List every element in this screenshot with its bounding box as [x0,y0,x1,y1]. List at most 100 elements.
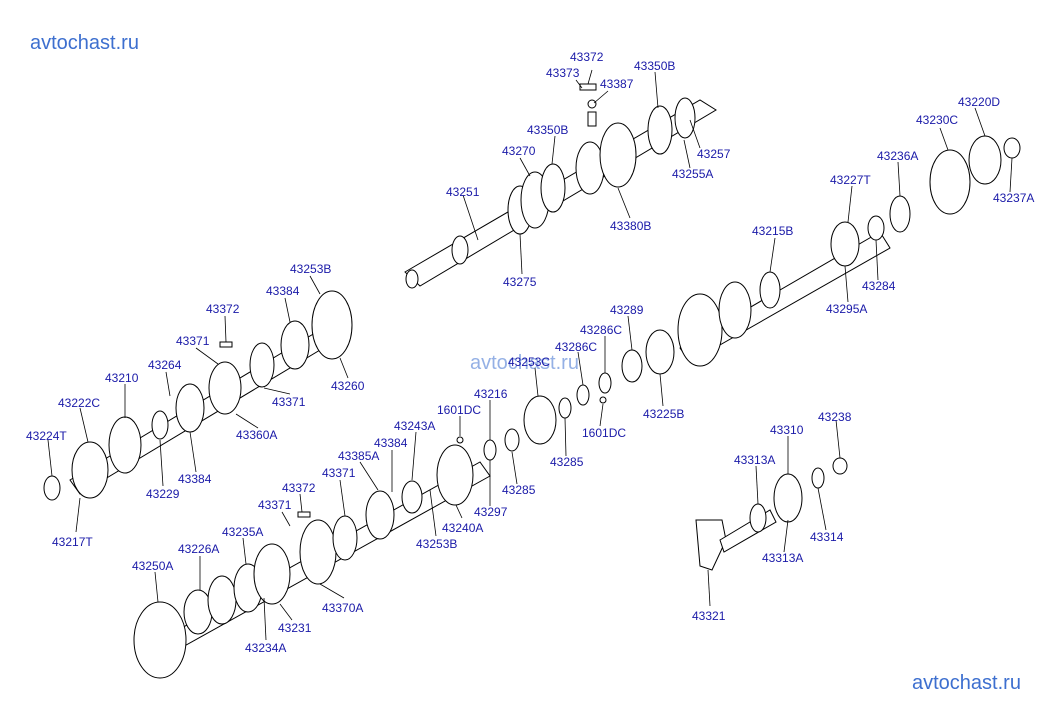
label-43224T: 43224T [26,429,67,443]
label-43295A: 43295A [826,302,867,316]
label-43250A: 43250A [132,559,173,573]
label-43238: 43238 [818,410,852,424]
ball-1601DC-a [456,436,464,444]
label-43235A: 43235A [222,525,263,539]
leader-lines [47,69,1013,641]
snap-ring-43286C-a [598,372,612,394]
key-43372-input [219,341,233,348]
label-43210: 43210 [105,371,139,385]
label-43372: 43372 [570,50,604,64]
countershaft-gear-small [759,271,781,309]
ring-43284 [867,215,885,241]
label-43220D: 43220D [958,95,1000,109]
bearing-43253C [523,395,557,445]
label-43321: 43321 [692,609,726,623]
gear-43250A [133,601,187,679]
upper-shaft-assembly [404,83,717,289]
sleeve-43380B [599,122,637,188]
gear-43255A [674,97,696,139]
ball-43387 [587,99,597,109]
label-43255A: 43255A [672,167,713,181]
part-labels: 43372 43373 43387 43350B 43350B 43270 43… [26,50,1034,655]
watermark-top-left: avtochast.ru [30,32,139,54]
gear-43350B-left [540,163,566,213]
label-43264: 43264 [148,358,182,372]
label-43371-upper: 43371 [272,395,306,409]
watermark-bottom-right: avtochast.ru [912,672,1021,694]
label-43289: 43289 [610,303,644,317]
bearing-43295A [830,221,860,267]
washer-43289 [621,349,643,383]
spring-43387 [587,111,597,127]
label-43350B-left: 43350B [527,123,568,137]
input-shaft-assembly [43,290,353,501]
label-43260: 43260 [331,379,365,393]
label-43371-input: 43371 [176,334,210,348]
bearing-43313A-a [749,503,767,533]
nut-43238 [832,457,848,475]
label-43226A: 43226A [178,542,219,556]
label-43285-b: 43285 [502,483,536,497]
label-43360A: 43360A [236,428,277,442]
label-43371-lower: 43371 [258,498,292,512]
label-43314: 43314 [810,530,844,544]
label-43370A: 43370A [322,601,363,615]
ball-1601DC-b [599,396,607,404]
label-43371-mid: 43371 [322,466,356,480]
label-43253B-top: 43253B [290,262,331,276]
washer-43314 [811,467,825,489]
ring-43371-lower [332,515,358,561]
synchro-43370A [299,519,337,585]
snap-ring-43285-b [504,428,520,452]
bearing-43225B [645,329,675,375]
label-43240A: 43240A [442,521,483,535]
upper-spline [451,235,469,265]
label-43380B: 43380B [610,219,651,233]
key-43372-lower [297,511,311,518]
bracket-43321 [695,519,727,571]
label-43286C-b: 43286C [555,340,597,354]
label-43313A-a: 43313A [734,453,775,467]
countershaft-assembly [677,135,1021,367]
ring-43371-input [249,342,275,388]
label-43384-mid: 43384 [374,436,408,450]
gear-43310 [773,473,803,523]
gear-43236A [889,195,911,233]
snap-ring-43286C-b [576,384,590,406]
label-43372-lower: 43372 [282,481,316,495]
nut-43237A [1003,137,1021,159]
label-43231: 43231 [278,621,312,635]
label-43222C: 43222C [58,396,100,410]
key-43372 [579,83,597,91]
label-43234A: 43234A [245,641,286,655]
label-43253B: 43253B [416,537,457,551]
lower-shaft-assembly [133,444,491,679]
snap-ring-43285-a [558,397,572,419]
label-43253C: 43253C [508,355,550,369]
label-43236A: 43236A [877,149,918,163]
label-43385A: 43385A [338,449,379,463]
watermark-middle: avtochast.ru [470,352,579,374]
label-43230C: 43230C [916,113,958,127]
label-43243A: 43243A [394,419,435,433]
bearing-43222C [71,441,109,499]
ring-43384-lower [401,480,423,514]
label-43217T: 43217T [52,535,93,549]
label-43372-input: 43372 [206,302,240,316]
label-43297: 43297 [474,505,508,519]
ring-43384-upper [280,320,310,370]
gear-43231 [253,543,291,605]
label-43216: 43216 [474,387,508,401]
label-1601DC-a: 1601DC [437,403,481,417]
countershaft-gear-mid [718,281,752,339]
label-43257: 43257 [697,147,731,161]
label-43237A: 43237A [993,191,1034,205]
label-43387: 43387 [600,77,634,91]
label-43285-a: 43285 [550,455,584,469]
label-43313A-b: 43313A [762,551,803,565]
synchro-43360A [208,361,242,415]
label-43215B: 43215B [752,224,793,238]
label-43384-input: 43384 [178,472,212,486]
